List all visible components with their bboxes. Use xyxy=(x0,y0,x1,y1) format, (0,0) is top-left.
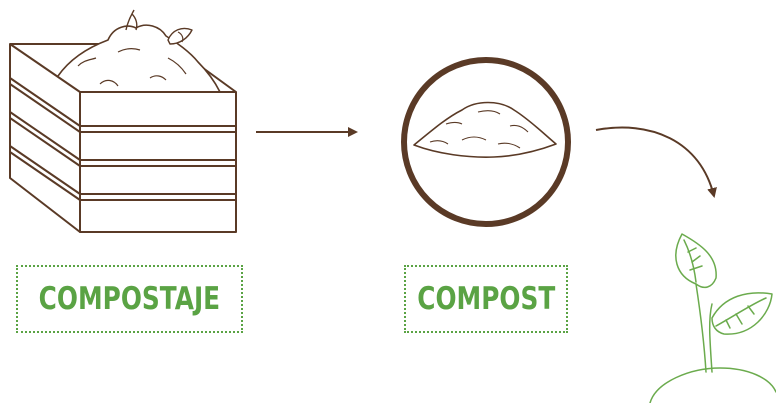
compostaje-label-box: COMPOSTAJE xyxy=(16,265,243,333)
sprout-icon xyxy=(650,234,776,403)
compostaje-label: COMPOSTAJE xyxy=(39,281,220,317)
compost-pile-icon xyxy=(404,60,568,224)
compost-bin-icon xyxy=(10,10,236,232)
compost-label: COMPOST xyxy=(417,281,555,317)
compost-label-box: COMPOST xyxy=(404,265,568,333)
arrow-2 xyxy=(596,128,714,196)
